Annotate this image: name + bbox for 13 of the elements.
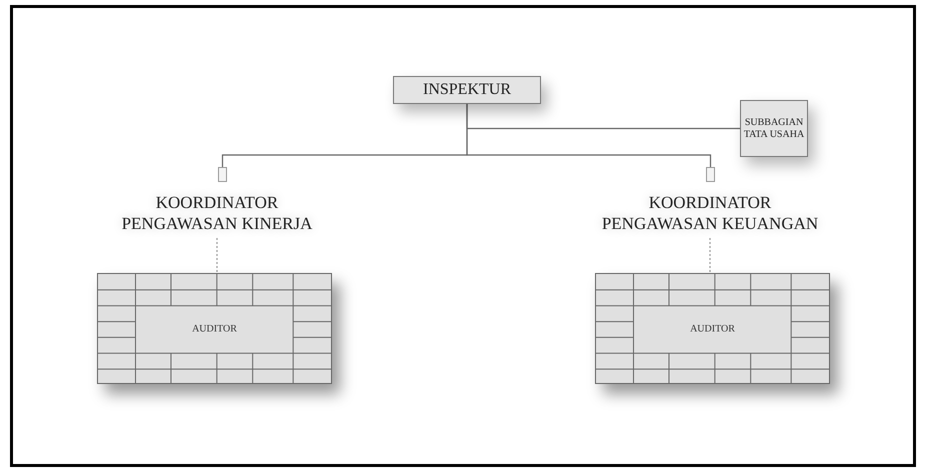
auditor-label: AUDITOR: [690, 323, 735, 334]
auditor-grid: [595, 273, 830, 384]
auditor-label: AUDITOR: [192, 323, 237, 334]
dotted-connector: [709, 238, 711, 273]
unit-heading: KOORDINATOR PENGAWASAN KEUANGAN: [595, 192, 825, 238]
auditor-grid: [97, 273, 332, 384]
unit-heading: KOORDINATOR PENGAWASAN KINERJA: [102, 192, 332, 238]
org-box: INSPEKTUR: [393, 76, 541, 104]
dotted-connector: [216, 238, 218, 273]
org-box: SUBBAGIAN TATA USAHA: [740, 100, 808, 157]
empty-box: [706, 167, 715, 182]
connector-line: [466, 104, 712, 167]
empty-box: [218, 167, 227, 182]
